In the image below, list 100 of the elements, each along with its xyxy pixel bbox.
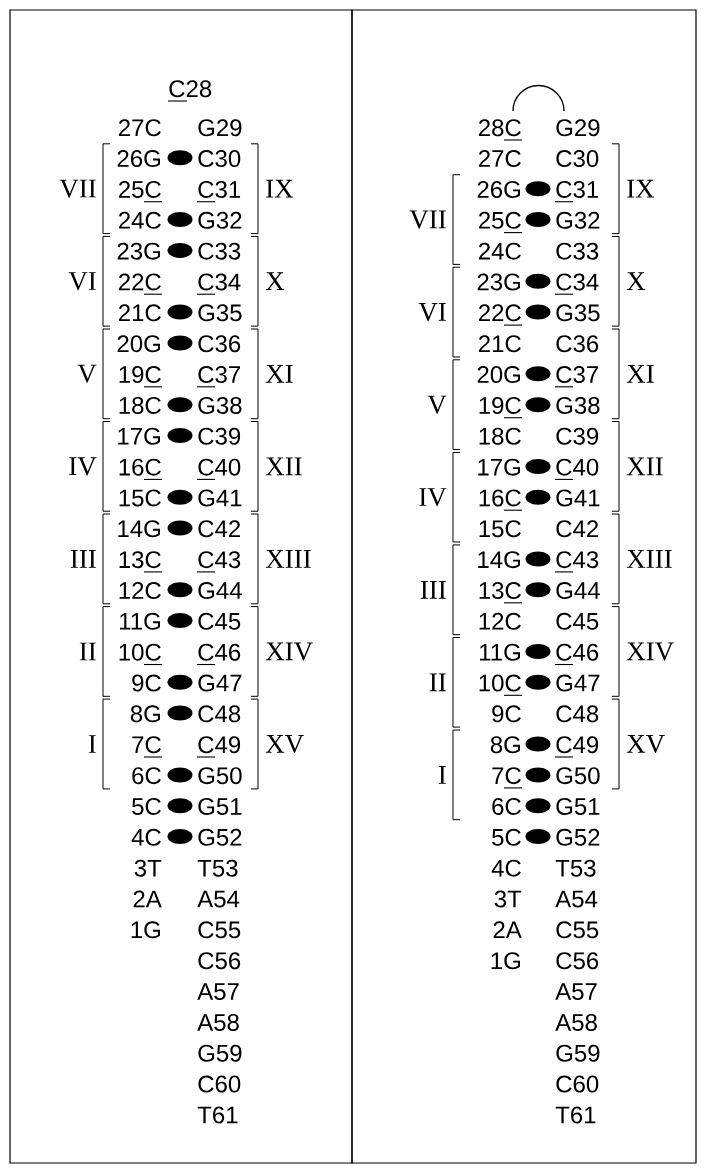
nucleotide-label: G32 bbox=[556, 211, 600, 229]
nucleotide-label: C33 bbox=[198, 242, 241, 260]
roman-numeral: III bbox=[70, 550, 96, 568]
roman-numeral: XII bbox=[626, 457, 663, 476]
nucleotide-label: 27C bbox=[479, 150, 521, 168]
nucleotide-label: 5C bbox=[492, 828, 521, 846]
nucleotide-label: 17G bbox=[478, 458, 520, 476]
nucleotide-label: 14G bbox=[478, 551, 520, 569]
nucleotide-label: 26G bbox=[477, 180, 520, 198]
nucleotide-label: 7C bbox=[492, 767, 523, 789]
nucleotide-label: C30 bbox=[556, 150, 599, 168]
nucleotide-label: 15C bbox=[479, 520, 521, 538]
nucleotide-label: 16C bbox=[479, 489, 523, 511]
nucleotide-label: C56 bbox=[198, 952, 241, 970]
nucleotide-label: C45 bbox=[556, 612, 599, 630]
roman-numeral: I bbox=[88, 735, 96, 753]
nucleotide-label: 10C bbox=[479, 674, 523, 696]
roman-numeral: XV bbox=[626, 734, 665, 754]
nucleotide-label: C34 bbox=[196, 273, 241, 295]
nucleotide-label: G47 bbox=[556, 674, 600, 692]
nucleotide-label: 27C bbox=[119, 119, 161, 137]
nucleotide-label: C31 bbox=[554, 180, 599, 203]
nucleotide-label: G44 bbox=[556, 582, 600, 600]
nucleotide-label: 13C bbox=[479, 582, 523, 604]
roman-numeral: X bbox=[626, 272, 646, 291]
roman-numeral: VI bbox=[68, 272, 96, 291]
nucleotide-label: A54 bbox=[197, 890, 240, 908]
nucleotide-label: A58 bbox=[555, 1013, 597, 1031]
nucleotide-label: 4C bbox=[491, 859, 521, 877]
roman-numeral: XIV bbox=[265, 642, 313, 661]
nucleotide-label: C48 bbox=[198, 705, 241, 723]
nucleotide-label: 17G bbox=[118, 427, 160, 445]
nucleotide-label: 26G bbox=[117, 150, 160, 168]
nucleotide-label: C60 bbox=[556, 1075, 599, 1093]
nucleotide-label: G52 bbox=[556, 828, 600, 846]
roman-numeral: VII bbox=[59, 179, 96, 198]
nucleotide-label: 16C bbox=[119, 458, 163, 480]
nucleotide-label: 8G bbox=[490, 736, 520, 754]
nucleotide-label: C39 bbox=[556, 427, 599, 445]
nucleotide-label: C49 bbox=[196, 736, 241, 758]
nucleotide-label: C40 bbox=[196, 458, 241, 480]
roman-numeral: IX bbox=[266, 179, 294, 198]
nucleotide-label: T53 bbox=[197, 859, 238, 877]
roman-numeral: XIII bbox=[265, 550, 311, 568]
nucleotide-label: G44 bbox=[198, 582, 242, 600]
nucleotide-label: 10C bbox=[119, 643, 163, 666]
nucleotide-label: A57 bbox=[197, 983, 239, 1001]
roman-numeral: X bbox=[265, 272, 285, 291]
nucleotide-label: 13C bbox=[119, 551, 163, 573]
nucleotide-label: G32 bbox=[198, 211, 242, 229]
nucleotide-label: A58 bbox=[197, 1013, 239, 1031]
nucleotide-label: G51 bbox=[198, 797, 242, 815]
roman-numeral: XV bbox=[265, 734, 304, 754]
nucleotide-label: C33 bbox=[556, 242, 599, 260]
nucleotide-label: 9C bbox=[132, 674, 161, 692]
roman-numeral: VII bbox=[409, 210, 446, 229]
nucleotide-label: C42 bbox=[198, 520, 240, 538]
nucleotide-label: G29 bbox=[556, 119, 600, 137]
nucleotide-label: 11G bbox=[480, 643, 520, 661]
nucleotide-label: G50 bbox=[556, 767, 600, 785]
nucleotide-label: T61 bbox=[197, 1106, 238, 1124]
nucleotide-label: 28C bbox=[479, 119, 523, 141]
nucleotide-label: 18C bbox=[119, 396, 161, 414]
nucleotide-label: 1G bbox=[491, 952, 520, 970]
nucleotide-label: 3T bbox=[494, 890, 522, 908]
nucleotide-label: G29 bbox=[198, 119, 242, 137]
nucleotide-label: 25C bbox=[119, 180, 163, 203]
nucleotide-label: T53 bbox=[555, 859, 596, 877]
nucleotide-label: 24C bbox=[479, 242, 521, 260]
nucleotide-label: G35 bbox=[556, 304, 600, 322]
nucleotide-label: C36 bbox=[198, 335, 241, 353]
nucleotide-label: 1G bbox=[131, 921, 160, 939]
nucleotide-label: A54 bbox=[555, 890, 598, 908]
nucleotide-label: C28 bbox=[167, 80, 212, 102]
nucleotide-label: C30 bbox=[198, 150, 241, 168]
nucleotide-label: 20G bbox=[117, 335, 160, 353]
nucleotide-label: 25C bbox=[479, 211, 523, 234]
nucleotide-label: 4C bbox=[131, 828, 161, 846]
nucleotide-label: C43 bbox=[554, 551, 599, 573]
nucleotide-label: 5C bbox=[132, 797, 161, 815]
nucleotide-label: G38 bbox=[198, 396, 242, 414]
nucleotide-label: G51 bbox=[556, 797, 600, 815]
roman-numeral: IV bbox=[69, 457, 97, 476]
nucleotide-label: 22C bbox=[119, 273, 163, 295]
nucleotide-label: C37 bbox=[554, 366, 598, 388]
nucleotide-label: 22C bbox=[479, 304, 523, 326]
nucleotide-label: C55 bbox=[556, 921, 599, 939]
nucleotide-label: 3T bbox=[134, 859, 162, 877]
nucleotide-label: 8G bbox=[130, 705, 160, 723]
nucleotide-label: G35 bbox=[198, 304, 242, 322]
nucleotide-label: 18C bbox=[479, 427, 521, 445]
roman-numeral: XII bbox=[265, 457, 302, 476]
nucleotide-label: C39 bbox=[198, 427, 241, 445]
nucleotide-label: 14G bbox=[118, 520, 160, 538]
nucleotide-label: C43 bbox=[196, 551, 241, 573]
nucleotide-label: C60 bbox=[198, 1075, 241, 1093]
nucleotide-label: C37 bbox=[196, 366, 240, 388]
nucleotide-label: G41 bbox=[198, 489, 242, 507]
nucleotide-label: G52 bbox=[198, 828, 242, 846]
nucleotide-label: 9C bbox=[492, 705, 521, 723]
